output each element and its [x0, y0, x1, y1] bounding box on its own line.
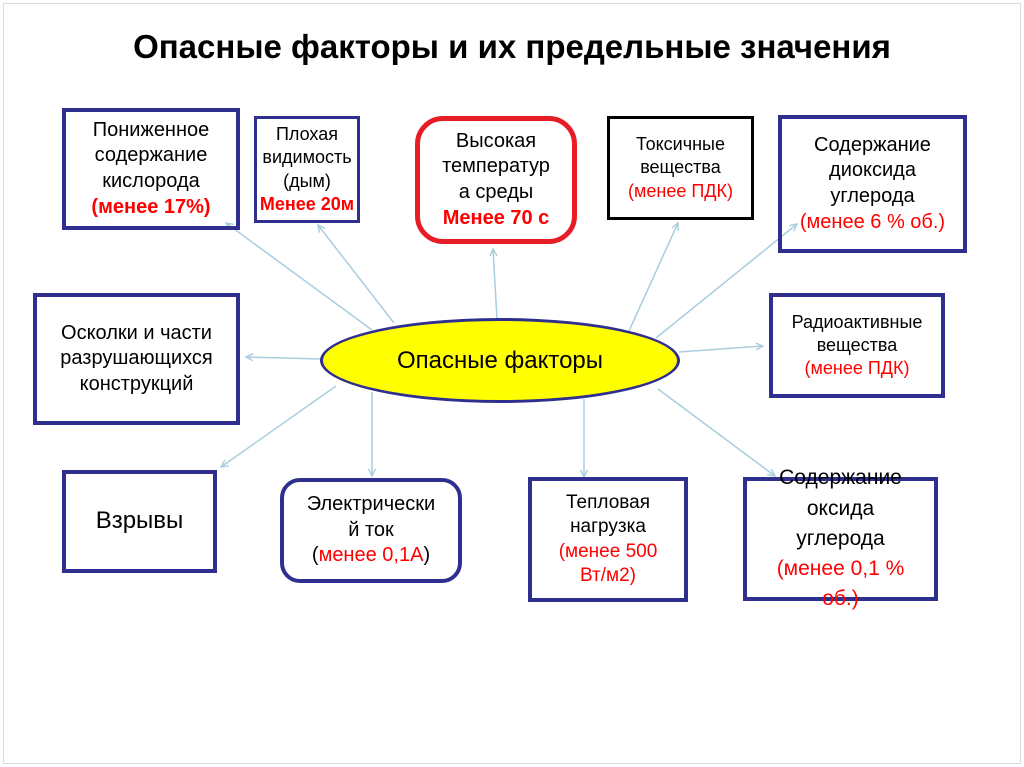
node-visibility-line-3: (дым)	[283, 170, 331, 191]
node-debris-line-2: разрушающихся	[60, 347, 213, 370]
node-electric-limit-open: (	[311, 544, 319, 567]
node-co-line-2: оксида	[806, 496, 875, 520]
node-co2-line-2: диоксида	[829, 159, 916, 182]
arrow-to-debris	[246, 357, 322, 359]
node-thermal-limit-2: Вт/м2)	[580, 564, 636, 586]
node-radioactive-line-2: вещества	[816, 334, 898, 355]
node-debris-line-1: Осколки и части	[61, 321, 212, 344]
node-temperature-line-1: Высокая	[455, 129, 537, 152]
arrow-to-toxic	[628, 223, 678, 332]
node-co-limit-1: (менее 0,1 %	[776, 557, 905, 581]
node-temperature: Высокая температур а среды Менее 70 с	[415, 116, 577, 244]
node-co2: Содержание диоксида углерода (менее 6 % …	[778, 115, 967, 253]
node-temperature-line-2: температур	[442, 155, 550, 178]
node-co-line-3: углерода	[796, 526, 885, 550]
node-visibility: Плохая видимость (дым) Менее 20м	[254, 116, 360, 223]
node-electric-limit: (менее 0,1А)	[312, 543, 430, 569]
node-radioactive: Радиоактивные вещества (менее ПДК)	[769, 293, 945, 398]
node-radioactive-limit: (менее ПДК)	[804, 358, 910, 379]
node-debris: Осколки и части разрушающихся конструкци…	[33, 293, 240, 425]
node-visibility-limit: Менее 20м	[259, 193, 355, 214]
node-thermal: Тепловая нагрузка (менее 500 Вт/м2)	[528, 477, 688, 602]
node-oxygen-line-1: Пониженное	[92, 118, 210, 141]
central-ellipse-hazard-factors: Опасные факторы	[320, 318, 680, 403]
node-explosions: Взрывы	[62, 470, 217, 573]
node-oxygen: Пониженное содержание кислорода (менее 1…	[62, 108, 240, 230]
node-debris-line-3: конструкций	[79, 372, 194, 395]
node-co2-line-1: Содержание	[814, 133, 931, 156]
node-toxic-limit: (менее ПДК)	[628, 180, 733, 201]
node-toxic-line-2: вещества	[640, 157, 721, 178]
arrow-to-radioactive	[678, 346, 763, 353]
node-co2-line-3: углерода	[830, 185, 915, 207]
node-electric-line-2: й ток	[348, 518, 394, 541]
arrow-to-visibility	[318, 225, 395, 324]
node-temperature-line-3: а среды	[458, 181, 534, 203]
node-thermal-line-2: нагрузка	[570, 516, 646, 538]
central-ellipse-label: Опасные факторы	[396, 346, 604, 374]
node-visibility-line-2: видимость	[262, 147, 352, 168]
node-co-limit-2: об.)	[822, 587, 859, 611]
arrow-to-co	[657, 388, 775, 476]
node-co: Содержание оксида углерода (менее 0,1 % …	[743, 466, 938, 610]
node-oxygen-limit: (менее 17%)	[91, 195, 211, 218]
arrow-to-temperature	[493, 249, 498, 320]
node-thermal-line-1: Тепловая	[566, 491, 650, 513]
node-toxic: Токсичные вещества (менее ПДК)	[607, 116, 754, 220]
node-electric-line-1: Электрически	[306, 493, 436, 516]
node-electric-limit-value: менее 0,1А	[318, 544, 424, 567]
node-electric-limit-close: )	[423, 544, 431, 567]
node-thermal-limit-1: (менее 500	[558, 540, 658, 562]
node-oxygen-line-2: содержание	[94, 144, 208, 167]
node-electric: Электрически й ток (менее 0,1А)	[280, 478, 462, 583]
node-radioactive-line-1: Радиоактивные	[791, 311, 923, 332]
node-co2-limit: (менее 6 % об.)	[799, 210, 946, 233]
slide-title: Опасные факторы и их предельные значения	[133, 28, 891, 65]
node-visibility-line-1: Плохая	[275, 124, 338, 145]
node-explosions-line-1: Взрывы	[95, 507, 184, 535]
arrow-to-oxygen	[226, 223, 373, 331]
node-co-line-1: Содержание	[779, 466, 902, 490]
node-toxic-line-1: Токсичные	[636, 134, 725, 155]
node-oxygen-line-3: кислорода	[102, 170, 200, 192]
node-temperature-limit: Менее 70 с	[442, 206, 550, 229]
